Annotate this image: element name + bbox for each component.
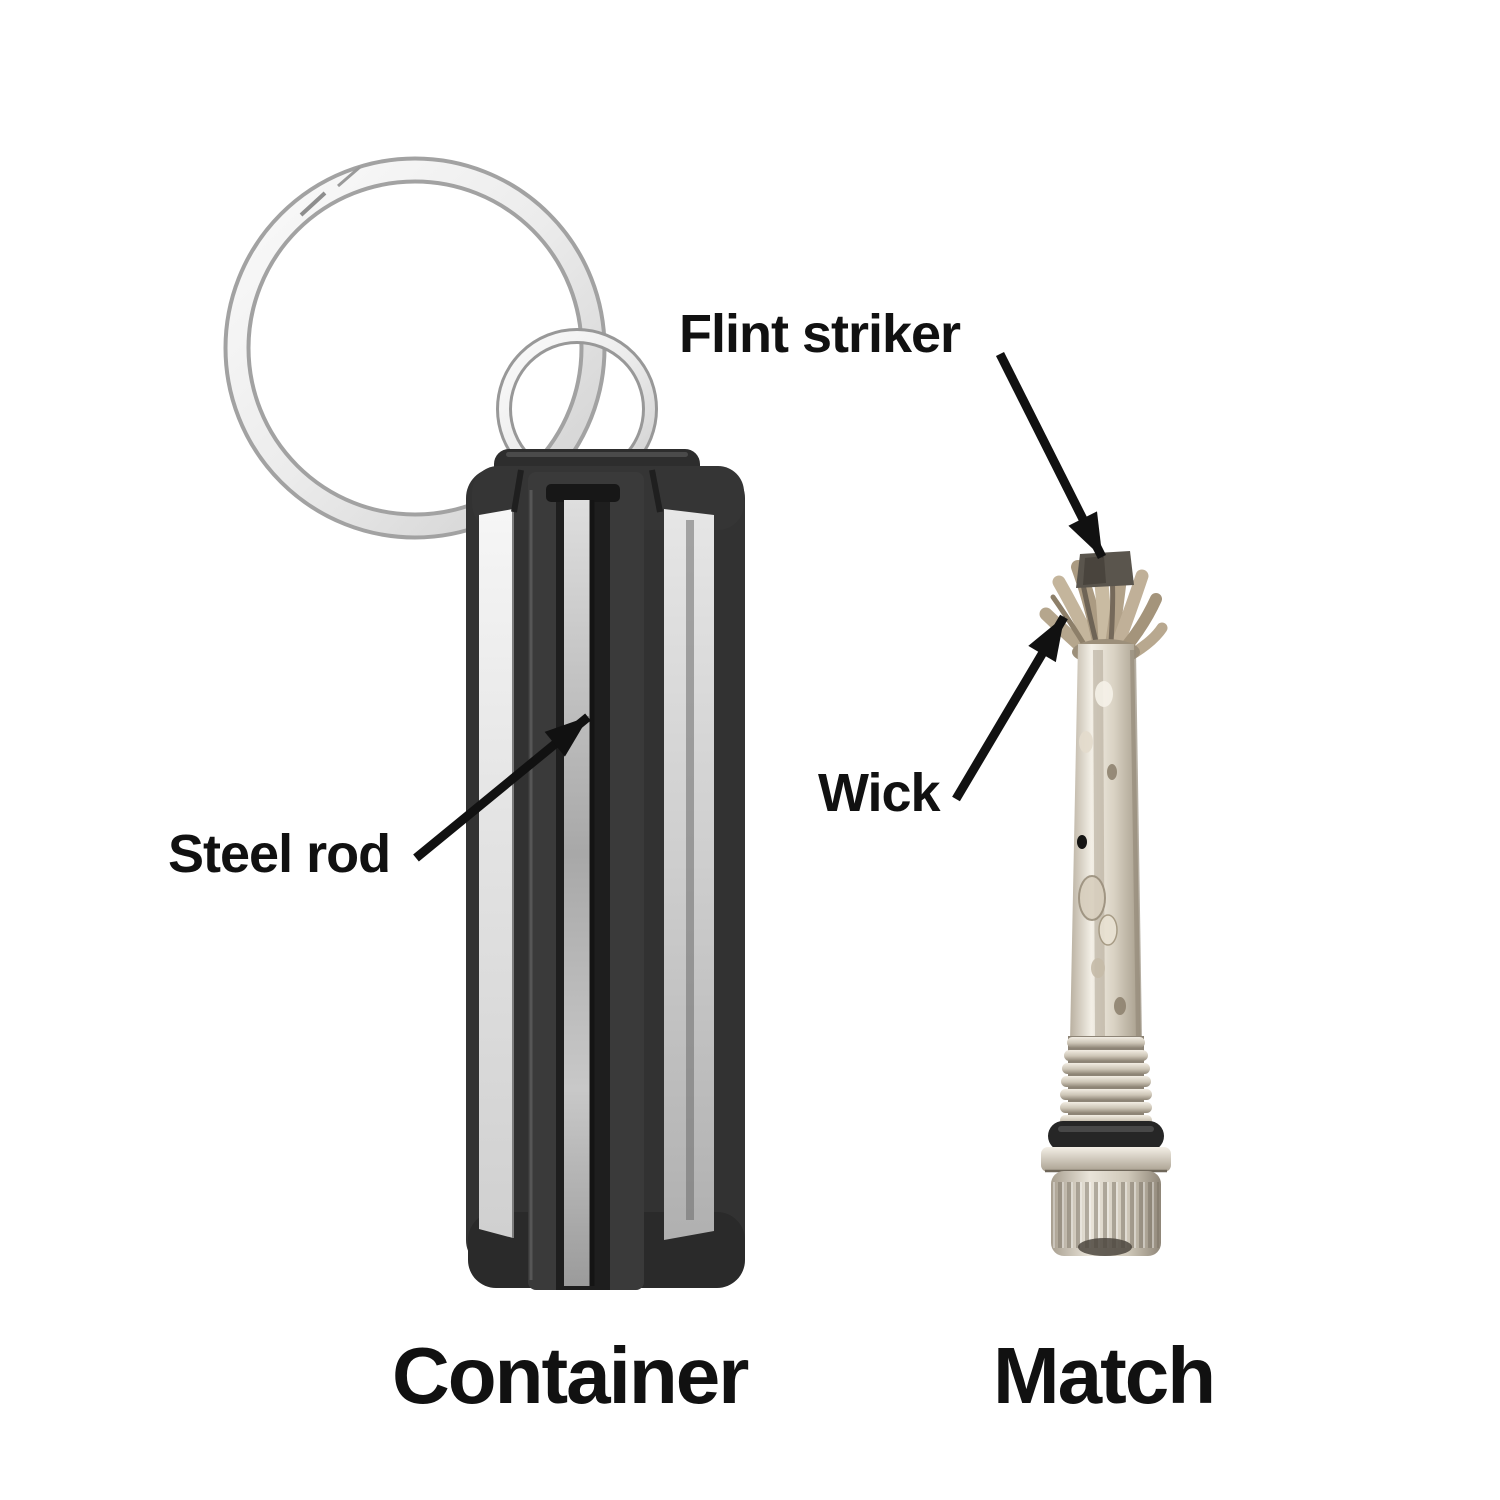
match-flint-striker-shade	[1083, 556, 1106, 585]
steel-rod-label: Steel rod	[168, 824, 391, 884]
match-tube-center-shade	[1093, 649, 1105, 1041]
container-metal-panel-left	[479, 509, 513, 1238]
match-tube-right-shade	[1130, 649, 1142, 1041]
match-threaded-section	[1060, 1036, 1152, 1132]
steel-rod-arrow	[413, 713, 591, 862]
keyring-split-seam	[299, 191, 327, 217]
keyring-large-ring	[227, 160, 603, 536]
container-cap-highlight	[506, 452, 688, 457]
match-o-ring	[1048, 1121, 1164, 1151]
container-cap-flute	[649, 469, 663, 513]
wick-arrow	[952, 614, 1068, 802]
match-graphic	[1039, 551, 1171, 1256]
match-flange	[1041, 1147, 1171, 1172]
match-caption: Match	[993, 1331, 1216, 1420]
keyring-group	[223, 156, 658, 540]
match-knurled-cap	[1051, 1171, 1161, 1256]
container-graphic	[466, 449, 745, 1290]
flint-striker-arrow	[995, 351, 1107, 560]
match-o-ring-highlight	[1058, 1126, 1154, 1132]
match-cap-bottom-shadow	[1078, 1238, 1132, 1256]
container-steel-rod	[564, 500, 591, 1286]
wick-label: Wick	[818, 763, 941, 823]
match-tube-speckles	[1077, 681, 1126, 1015]
container-panel-right-streak	[686, 520, 694, 1220]
container-caption: Container	[392, 1331, 749, 1420]
keyring-split-seam	[337, 165, 361, 188]
container-cap-flute	[511, 469, 524, 513]
container-groove-top-recess	[546, 484, 620, 502]
flint-striker-label: Flint striker	[679, 304, 961, 364]
annotation-arrows	[413, 351, 1107, 862]
